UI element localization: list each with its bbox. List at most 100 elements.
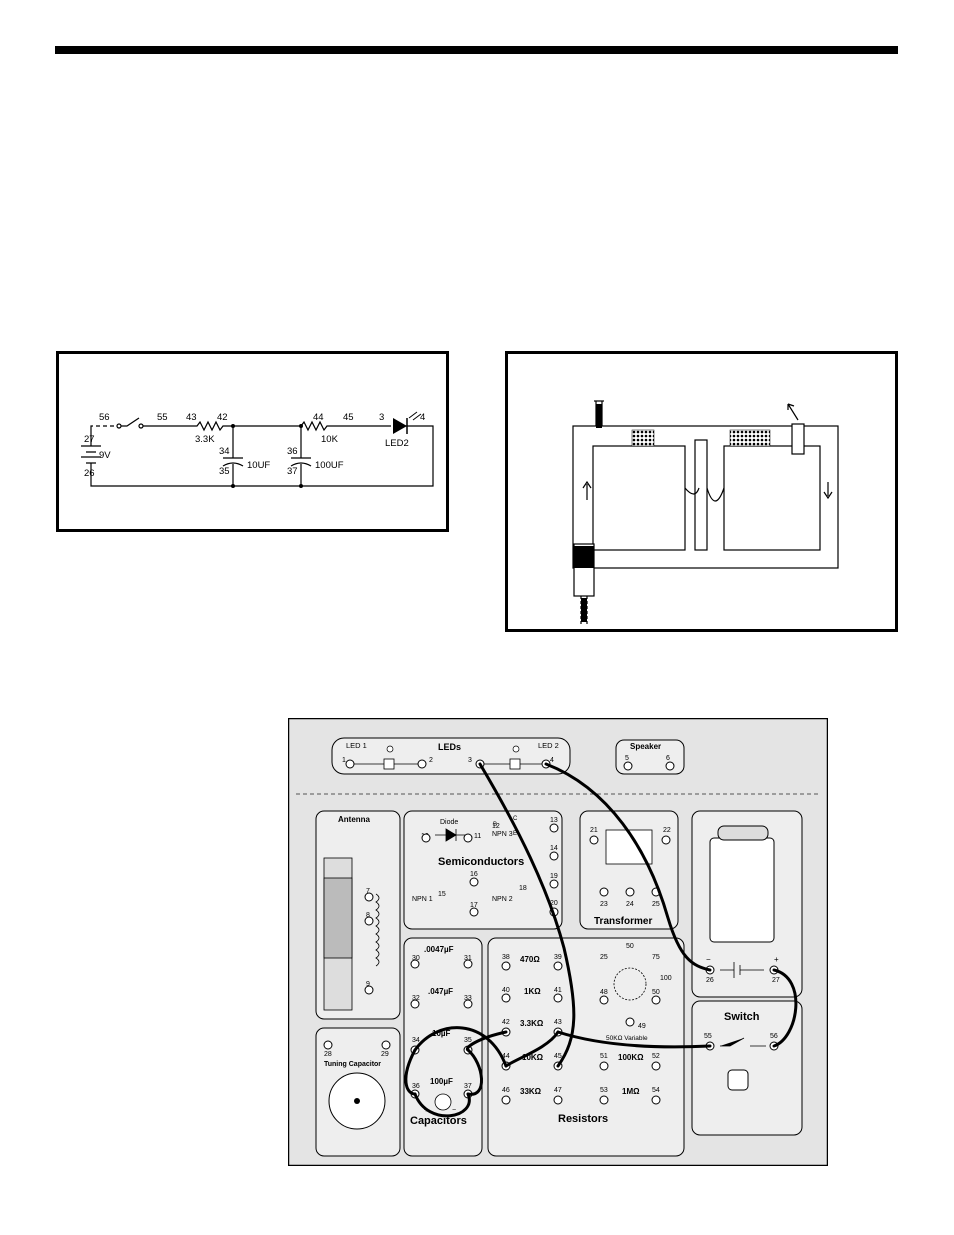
node-35: 35 [219, 466, 230, 477]
svg-text:23: 23 [600, 901, 608, 908]
svg-text:C: C [513, 816, 518, 822]
svg-text:34: 34 [412, 1037, 420, 1044]
svg-text:50: 50 [652, 989, 660, 996]
svg-text:.0047µF: .0047µF [424, 945, 454, 954]
r2-label: 10K [321, 434, 339, 445]
svg-text:55: 55 [704, 1033, 712, 1040]
svg-text:40: 40 [502, 987, 510, 994]
outer-loop [572, 425, 839, 569]
svg-text:10µF: 10µF [432, 1029, 451, 1038]
svg-text:8: 8 [366, 912, 370, 919]
svg-text:25: 25 [600, 954, 608, 961]
svg-text:12: 12 [492, 823, 500, 830]
svg-text:54: 54 [652, 1087, 660, 1094]
valve [791, 423, 805, 455]
svg-text:470Ω: 470Ω [520, 955, 540, 964]
svg-text:3: 3 [468, 757, 472, 764]
node-26: 26 [84, 468, 95, 479]
svg-text:56: 56 [770, 1033, 778, 1040]
svg-text:−: − [706, 955, 711, 964]
svg-text:LED 1: LED 1 [346, 741, 367, 750]
svg-text:−: − [452, 1107, 456, 1114]
wire-36-37 [413, 1092, 471, 1118]
svg-text:49: 49 [638, 1023, 646, 1030]
svg-text:E: E [513, 831, 517, 837]
svg-text:50: 50 [626, 943, 634, 950]
svg-text:7: 7 [366, 888, 370, 895]
svg-text:26: 26 [706, 977, 714, 984]
circuit-schematic: 56 55 43 42 3.3K 44 45 10K 3 4 LED2 27 9… [56, 351, 449, 532]
svg-text:51: 51 [600, 1053, 608, 1060]
svg-text:4: 4 [550, 757, 554, 764]
battery-symbol [81, 428, 101, 466]
svg-text:6: 6 [666, 755, 670, 762]
svg-text:2: 2 [429, 757, 433, 764]
dotted-block-1 [631, 429, 655, 447]
svg-text:NPN 2: NPN 2 [492, 896, 513, 903]
svg-text:31: 31 [464, 955, 472, 962]
svg-text:10KΩ: 10KΩ [522, 1053, 544, 1062]
svg-text:35: 35 [464, 1037, 472, 1044]
svg-text:33: 33 [464, 995, 472, 1002]
svg-text:100KΩ: 100KΩ [618, 1053, 644, 1062]
svg-text:42: 42 [502, 1019, 510, 1026]
svg-text:20: 20 [550, 900, 558, 907]
divider-plate [694, 439, 708, 551]
wire-43-44 [504, 1030, 560, 1068]
svg-text:17: 17 [470, 902, 478, 909]
svg-text:33KΩ: 33KΩ [520, 1087, 542, 1096]
capacitors-module: Capacitors .0047µF 30 31 .047µF 32 33 10… [403, 937, 483, 1157]
switch-module: Switch 55 56 [691, 1000, 803, 1136]
flow-analogy-diagram [505, 351, 898, 632]
wire-34-36 [404, 1048, 417, 1096]
svg-text:39: 39 [554, 954, 562, 961]
c1-label: 10UF [247, 460, 270, 471]
wire-4-26 [544, 762, 712, 972]
resistor-wire [143, 420, 391, 432]
svg-text:Tuning Capacitor: Tuning Capacitor [324, 1061, 381, 1068]
return-wire [90, 425, 434, 487]
connecting-tube [684, 487, 725, 502]
node-36: 36 [287, 446, 298, 457]
transformer-module: Transformer 21 22 23 24 25 [579, 810, 679, 930]
led-label: LED2 [385, 438, 409, 449]
svg-text:13: 13 [550, 817, 558, 824]
svg-text:46: 46 [502, 1087, 510, 1094]
node-56: 56 [99, 412, 110, 423]
svg-text:28: 28 [324, 1051, 332, 1058]
down-arrow [823, 482, 833, 500]
r1-label: 3.3K [195, 434, 215, 445]
tank-left [592, 445, 686, 551]
svg-text:9: 9 [366, 981, 370, 988]
svg-text:21: 21 [590, 827, 598, 834]
svg-text:NPN 1: NPN 1 [412, 896, 433, 903]
svg-text:15: 15 [438, 891, 446, 898]
tank-right [723, 445, 821, 551]
svg-text:44: 44 [502, 1053, 510, 1060]
svg-text:24: 24 [626, 901, 634, 908]
svg-text:1: 1 [342, 757, 346, 764]
antenna-module: Antenna 7 8 9 [315, 810, 401, 1020]
svg-text:Semiconductors: Semiconductors [438, 856, 524, 868]
svg-text:53: 53 [600, 1087, 608, 1094]
svg-text:.047µF: .047µF [428, 987, 453, 996]
jumper-wires [404, 762, 798, 1118]
node-34: 34 [219, 446, 230, 457]
capacitor-10uf-symbol [222, 426, 244, 486]
svg-text:NPN 3: NPN 3 [492, 831, 513, 838]
wire-35-37 [466, 1048, 483, 1096]
wire-dashed [90, 425, 117, 428]
svg-text:41: 41 [554, 987, 562, 994]
svg-text:48: 48 [600, 989, 608, 996]
svg-text:100µF: 100µF [430, 1077, 453, 1086]
wire-27-56 [772, 968, 798, 1048]
up-arrow [582, 480, 592, 500]
terminals [323, 759, 779, 1105]
node-37: 37 [287, 466, 298, 477]
svg-text:18: 18 [519, 885, 527, 892]
svg-text:27: 27 [772, 977, 780, 984]
node-43: 43 [186, 412, 197, 423]
svg-text:1MΩ: 1MΩ [622, 1087, 640, 1096]
svg-text:LEDs: LEDs [438, 742, 461, 752]
svg-text:Resistors: Resistors [558, 1113, 608, 1125]
